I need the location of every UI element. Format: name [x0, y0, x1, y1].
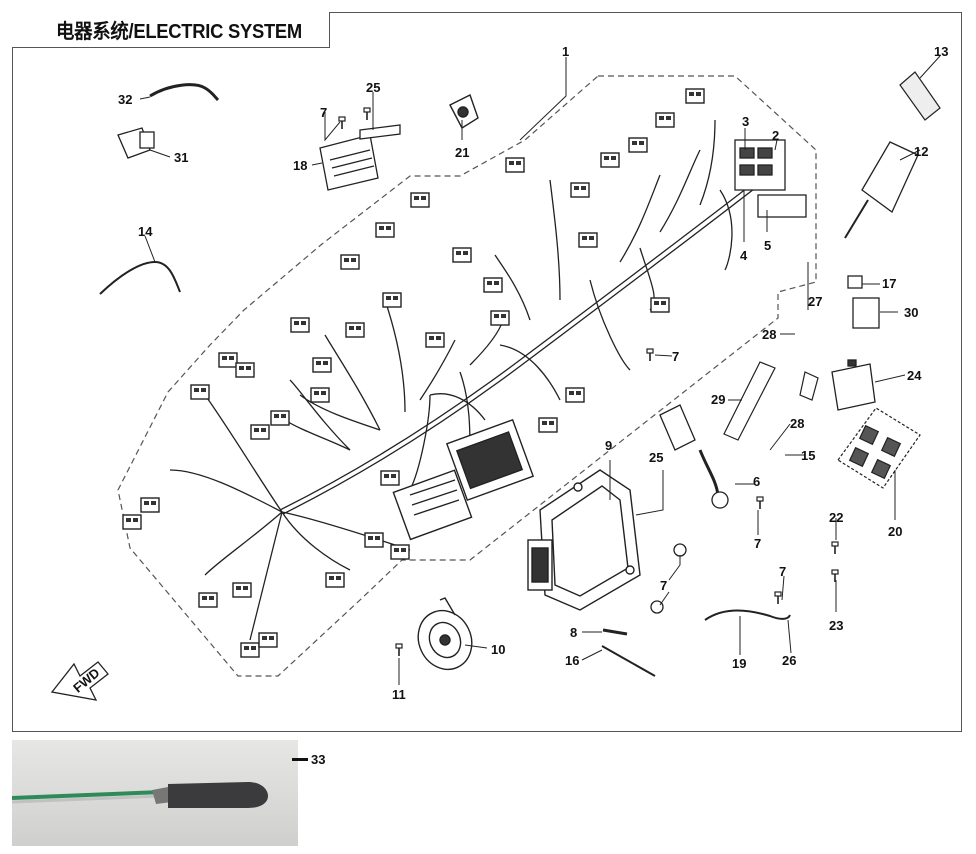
callout-28-a: 28 — [762, 327, 776, 342]
callout-13: 13 — [934, 44, 948, 59]
callout-20: 20 — [888, 524, 902, 539]
bolt-8 — [602, 628, 628, 636]
callout-32: 32 — [118, 92, 132, 107]
callout-numbers: 1 2 3 4 5 6 7 7 7 7 7 8 9 10 11 12 13 14… — [118, 44, 948, 702]
title-box: 电器系统/ELECTRIC SYSTEM — [12, 12, 330, 48]
exploded-diagram: FWD — [50, 44, 948, 702]
diagram-frame — [12, 12, 962, 732]
ecu-unit — [527, 469, 641, 611]
callout-14: 14 — [138, 224, 153, 239]
part-33-image — [12, 782, 268, 808]
washer-7b — [650, 600, 664, 614]
callout-7-c: 7 — [754, 536, 761, 551]
strap-29 — [723, 361, 776, 441]
leader-lines — [139, 55, 941, 685]
callout-7-e: 7 — [779, 564, 786, 579]
callout-4: 4 — [740, 248, 748, 263]
module-12 — [844, 141, 919, 239]
callout-5: 5 — [764, 238, 771, 253]
callout-33: 33 — [311, 752, 326, 767]
callout-26: 26 — [782, 653, 796, 668]
wire-harness — [169, 119, 764, 641]
callout-23: 23 — [829, 618, 843, 633]
bracket-15 — [799, 371, 819, 401]
callout-7-a: 7 — [320, 105, 327, 120]
sensor-31 — [117, 127, 155, 159]
callout-11: 11 — [392, 687, 406, 702]
horn — [417, 597, 473, 671]
callout-24: 24 — [907, 368, 922, 383]
fuse-box — [734, 139, 807, 218]
callout-30: 30 — [904, 305, 918, 320]
battery-24 — [831, 359, 876, 411]
callout-31: 31 — [174, 150, 188, 165]
callout-22: 22 — [829, 510, 843, 525]
ground-lead-19 — [704, 609, 791, 621]
callout-17: 17 — [882, 276, 896, 291]
washer-7a — [673, 543, 687, 557]
callout-27: 27 — [808, 294, 822, 309]
callout-19: 19 — [732, 656, 746, 671]
rod-16 — [601, 645, 656, 677]
page-title: 电器系统/ELECTRIC SYSTEM — [56, 21, 302, 43]
callout-21: 21 — [455, 145, 469, 160]
callout-1: 1 — [562, 44, 569, 59]
voltage-regulator — [319, 124, 401, 191]
callout-9: 9 — [605, 438, 612, 453]
callout-10: 10 — [491, 642, 505, 657]
callout-2: 2 — [772, 128, 779, 143]
callout-18: 18 — [293, 158, 307, 173]
callout-7-b: 7 — [672, 349, 679, 364]
sensor-lead-14 — [99, 260, 181, 295]
callout-6: 6 — [753, 474, 760, 489]
photo-callout: 33 — [292, 752, 325, 767]
callout-3: 3 — [742, 114, 749, 129]
callout-15: 15 — [801, 448, 815, 463]
callout-29: 29 — [711, 392, 725, 407]
battery-cable-6 — [659, 404, 729, 509]
relay-30 — [847, 275, 880, 329]
main-ecu-plug — [392, 418, 535, 541]
callout-16: 16 — [565, 653, 579, 668]
fwd-arrow: FWD — [50, 661, 109, 701]
cable-32 — [149, 83, 220, 102]
part-13 — [899, 71, 941, 121]
adhesive-pads-20 — [837, 407, 921, 489]
callout-7-d: 7 — [660, 578, 667, 593]
photo-callout-dash — [292, 758, 308, 761]
callout-25-b: 25 — [649, 450, 663, 465]
callout-28-b: 28 — [790, 416, 804, 431]
callout-12: 12 — [914, 144, 928, 159]
harness-outline — [117, 75, 817, 677]
callout-8: 8 — [570, 625, 577, 640]
callout-25-a: 25 — [366, 80, 380, 95]
part-33-photo — [12, 740, 298, 846]
ignition-switch — [449, 94, 479, 129]
